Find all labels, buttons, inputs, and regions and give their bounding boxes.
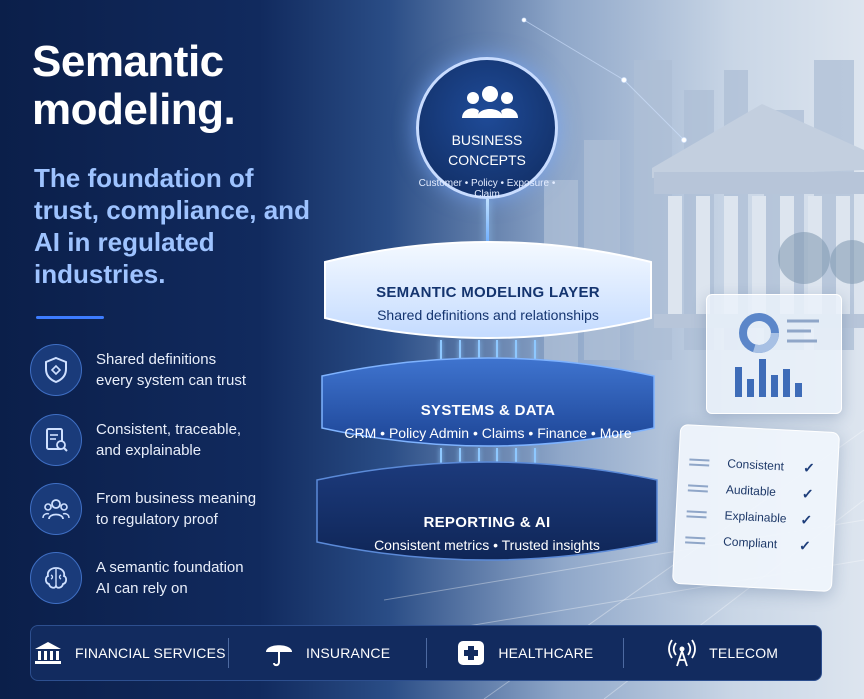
brain-icon <box>30 552 82 604</box>
industry-healthcare: HEALTHCARE <box>427 638 625 668</box>
shield-icon <box>30 344 82 396</box>
checkmark-icon: ✓ <box>802 458 816 476</box>
checklist-item: Auditable ✓ <box>687 477 828 504</box>
checklist-label: Compliant <box>722 534 778 552</box>
feature-text: From business meaning to regulatory proo… <box>96 490 257 528</box>
checkmark-icon: ✓ <box>801 484 814 502</box>
layer-title: SEMANTIC MODELING LAYER <box>376 284 600 301</box>
dashboard-card-illustration <box>706 294 842 414</box>
checklist-label: Auditable <box>725 482 777 500</box>
checklist-item: Explainable ✓ <box>686 503 827 530</box>
people-group-icon <box>462 86 518 118</box>
bank-icon <box>35 642 62 664</box>
document-search-icon <box>30 414 82 466</box>
business-concepts-bubble: BUSINESS CONCEPTS Customer • Policy • Ex… <box>416 57 558 200</box>
layer-title: SYSTEMS & DATA <box>420 402 556 419</box>
industries-bar: FINANCIAL SERVICES INSURANCE HEALTHCARE … <box>30 625 822 681</box>
bubble-title: BUSINESS CONCEPTS <box>448 132 526 168</box>
layer-title: REPORTING & AI <box>423 514 551 531</box>
antenna-icon <box>668 639 696 667</box>
feature-text: A semantic foundation AI can rely on <box>96 559 244 597</box>
divider <box>36 316 104 319</box>
industry-label: FINANCIAL SERVICES <box>75 645 226 661</box>
feature-item-consistent: Consistent, traceable, and explainable <box>30 412 300 468</box>
checklist-label: Explainable <box>724 508 787 526</box>
people-icon <box>30 483 82 535</box>
feature-item-ai-foundation: A semantic foundation AI can rely on <box>30 550 300 606</box>
feature-item-shared-definitions: Shared definitions every system can trus… <box>30 342 300 398</box>
page-subtitle: The foundation of trust, compliance, and… <box>34 163 310 289</box>
semantic-modeling-layer: SEMANTIC MODELING LAYER Shared definitio… <box>321 232 655 352</box>
industry-financial-services: FINANCIAL SERVICES <box>31 638 229 668</box>
layer-subtitle: Consistent metrics • Trusted insights <box>374 537 600 553</box>
feature-text: Shared definitions every system can trus… <box>96 351 247 389</box>
checkmark-icon: ✓ <box>798 536 812 554</box>
systems-data-layer: SYSTEMS & DATA CRM • Policy Admin • Clai… <box>318 348 658 458</box>
medical-cross-icon <box>458 641 485 665</box>
industry-label: HEALTHCARE <box>498 645 594 661</box>
data-flow-lines <box>440 448 536 474</box>
page-title: Semantic modeling. <box>32 37 236 134</box>
layer-subtitle: CRM • Policy Admin • Claims • Finance • … <box>344 425 632 441</box>
industry-label: INSURANCE <box>305 645 391 661</box>
data-flow-lines <box>440 340 536 366</box>
reporting-ai-layer: REPORTING & AI Consistent metrics • Trus… <box>313 450 661 575</box>
layer-subtitle: Shared definitions and relationships <box>377 307 599 323</box>
industry-insurance: INSURANCE <box>229 638 427 668</box>
checklist-label: Consistent <box>726 456 785 474</box>
feature-item-regulatory-proof: From business meaning to regulatory proo… <box>30 481 300 537</box>
checklist-item: Compliant ✓ <box>685 529 826 556</box>
feature-text: Consistent, traceable, and explainable <box>96 421 242 459</box>
bubble-subtitle: Customer • Policy • Exposure • Claim <box>418 178 556 200</box>
connector-line <box>486 199 489 249</box>
umbrella-icon <box>265 645 292 667</box>
compliance-checklist-card: Consistent ✓ Auditable ✓ Explainable ✓ C… <box>671 423 841 593</box>
industry-telecom: TELECOM <box>624 638 821 668</box>
checkmark-icon: ✓ <box>800 510 813 528</box>
checklist-item: Consistent ✓ <box>689 451 830 478</box>
industry-label: TELECOM <box>709 645 779 661</box>
